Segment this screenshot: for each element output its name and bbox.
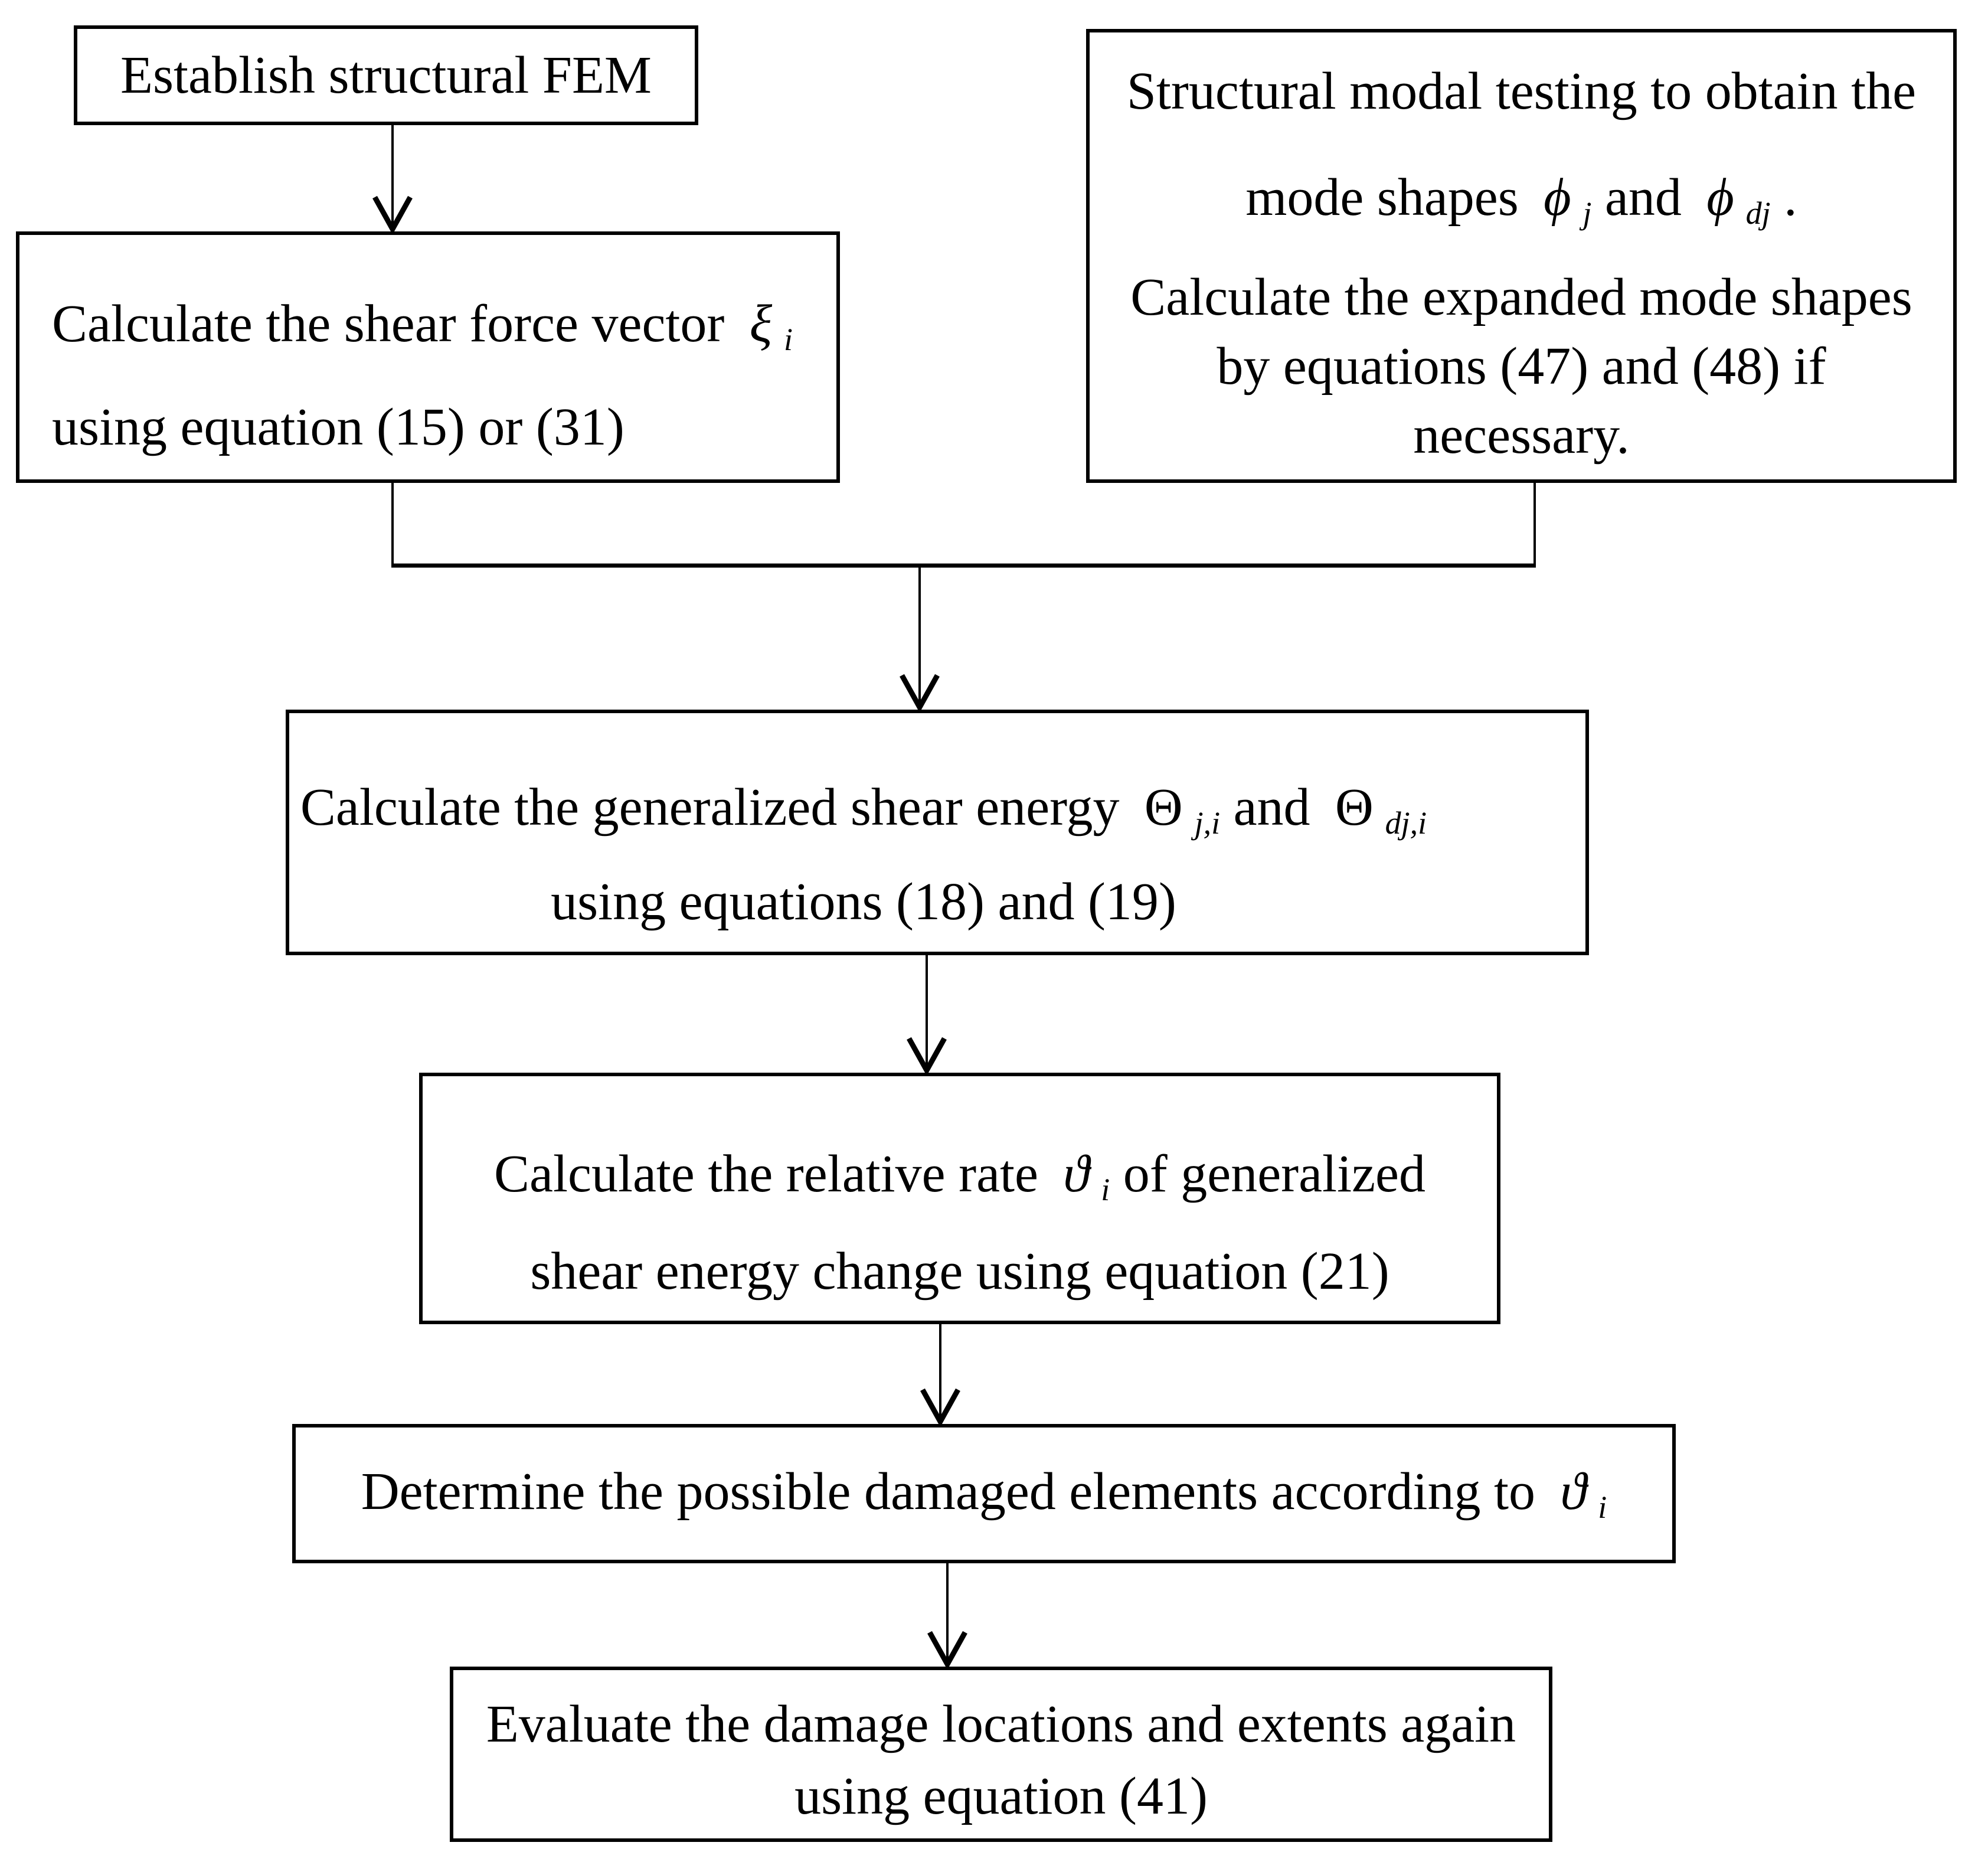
text-line: using equation (15) or (31) (52, 375, 836, 479)
text-segment: by equations (47) and (48) if (1217, 337, 1826, 396)
arrowhead-icon (372, 195, 413, 235)
text-segment: of generalized (1110, 1145, 1425, 1203)
flow-box-generalized-shear-energy: Calculate the generalized shear energy Θ… (286, 710, 1589, 955)
arrowhead-icon (927, 1631, 967, 1670)
text-segment: Calculate the relative rate (494, 1145, 1052, 1203)
text-segment: Determine the possible damaged elements … (361, 1462, 1549, 1521)
text-line: using equations (18) and (19) (289, 855, 1438, 949)
text-line: necessary. (1090, 401, 1953, 470)
flow-box-modal-testing: Structural modal testing to obtain the mo… (1086, 29, 1957, 483)
text-segment: . (1770, 168, 1797, 227)
text-line: Determine the possible damaged elements … (361, 1461, 1607, 1525)
math-subscript: dj,i (1385, 805, 1427, 841)
text-segment: and (1220, 778, 1324, 837)
math-subscript: j,i (1194, 805, 1221, 841)
flow-box-establish-fem: Establish structural FEM (74, 25, 698, 125)
text-line: Calculate the expanded mode shapes (1090, 263, 1953, 332)
arrowhead-icon (900, 674, 940, 713)
text-segment: Structural modal testing to obtain the (1126, 62, 1917, 120)
math-symbol: ξ (749, 295, 773, 353)
math-symbol: ϑ (1063, 1145, 1090, 1203)
math-subscript: i (1101, 1172, 1110, 1208)
text-segment: Evaluate the damage locations and extent… (486, 1695, 1516, 1753)
math-symbol: ϕ (1544, 168, 1571, 227)
text-segment: Establish structural FEM (120, 46, 652, 104)
flow-box-determine-damaged-elements: Determine the possible damaged elements … (292, 1424, 1676, 1563)
text-segment: shear energy change using equation (21) (530, 1242, 1389, 1301)
math-symbol: Θ (1335, 778, 1374, 837)
text-line: using equation (41) (453, 1760, 1549, 1832)
text-segment: using equation (41) (794, 1767, 1208, 1825)
text-segment: and (1591, 168, 1695, 227)
arrowhead-icon (907, 1037, 947, 1076)
text-line: Structural modal testing to obtain the (1090, 38, 1953, 145)
text-line: Calculate the generalized shear energy Θ… (289, 760, 1438, 855)
text-segment: necessary. (1413, 406, 1630, 465)
text-line: shear energy change using equation (21) (423, 1223, 1497, 1320)
math-symbol: ϑ (1560, 1462, 1587, 1521)
text-segment: using equations (18) and (19) (551, 873, 1176, 931)
text-segment: using equation (15) or (31) (52, 398, 624, 456)
flow-box-evaluate-damage: Evaluate the damage locations and extent… (450, 1667, 1552, 1842)
text-segment: Calculate the generalized shear energy (300, 778, 1133, 837)
math-symbol: Θ (1144, 778, 1183, 837)
text-segment: Calculate the expanded mode shapes (1130, 268, 1912, 326)
text-line: Establish structural FEM (120, 45, 652, 106)
text-segment: Calculate the shear force vector (52, 295, 738, 353)
math-subscript: i (1598, 1489, 1607, 1525)
text-line: Evaluate the damage locations and extent… (453, 1688, 1549, 1760)
math-subscript: dj (1745, 195, 1771, 231)
math-symbol: ϕ (1706, 168, 1734, 227)
text-segment: mode shapes (1245, 168, 1532, 227)
text-line: by equations (47) and (48) if (1090, 332, 1953, 401)
arrowhead-icon (920, 1388, 960, 1427)
math-subscript: j (1582, 195, 1592, 231)
math-subscript: i (784, 322, 793, 358)
